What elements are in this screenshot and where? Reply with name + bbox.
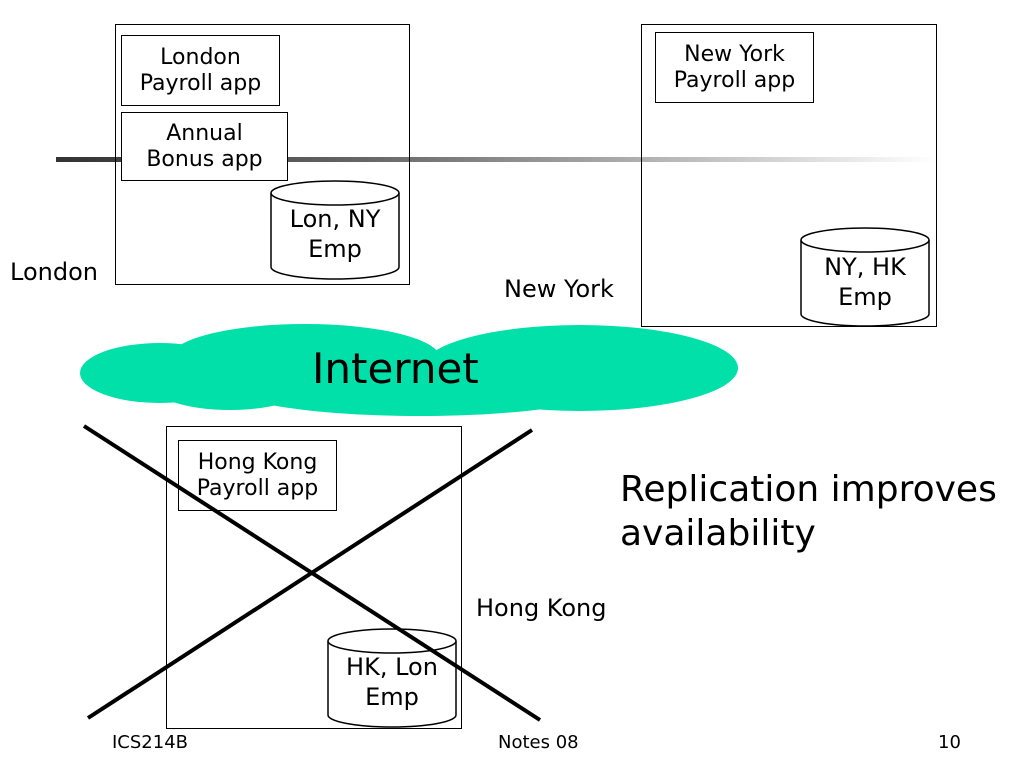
london-payroll-app: London Payroll app — [121, 35, 280, 106]
db-line1: HK, Lon — [346, 653, 438, 681]
app-line2: Payroll app — [139, 70, 262, 96]
app-line1: Annual — [166, 120, 243, 146]
note-line2: availability — [620, 513, 816, 554]
newyork-payroll-app: New York Payroll app — [655, 32, 814, 103]
newyork-site-box — [641, 24, 937, 327]
replication-note: Replication improves availability — [620, 468, 997, 556]
hongkong-label: Hong Kong — [476, 594, 607, 622]
london-site-box — [115, 24, 410, 285]
footer-notes: Notes 08 — [498, 732, 579, 753]
db-line2: Emp — [365, 683, 419, 711]
internet-cloud-icon — [80, 324, 738, 416]
db-line1: NY, HK — [824, 253, 906, 281]
london-database: Lon, NY Emp — [270, 180, 400, 280]
hongkong-site-box — [166, 426, 462, 729]
app-line1: New York — [684, 41, 785, 67]
annual-bonus-app: Annual Bonus app — [121, 112, 288, 181]
db-line2: Emp — [838, 283, 892, 311]
database-cylinder-icon — [800, 227, 930, 327]
newyork-database: NY, HK Emp — [800, 227, 930, 327]
newyork-label: New York — [504, 275, 614, 303]
db-line1: Lon, NY — [289, 205, 381, 233]
app-line1: Hong Kong — [197, 449, 318, 475]
app-line2: Payroll app — [196, 475, 319, 501]
db-line2: Emp — [308, 235, 362, 263]
app-line1: London — [160, 44, 241, 70]
footer-course: ICS214B — [112, 732, 189, 753]
footer-page-number: 10 — [938, 732, 961, 753]
hongkong-payroll-app: Hong Kong Payroll app — [178, 440, 337, 511]
database-cylinder-icon — [270, 180, 400, 280]
app-line2: Payroll app — [673, 67, 796, 93]
internet-label: Internet — [312, 344, 479, 393]
note-line1: Replication improves — [620, 469, 997, 510]
london-label: London — [10, 258, 98, 286]
app-line2: Bonus app — [146, 146, 263, 172]
